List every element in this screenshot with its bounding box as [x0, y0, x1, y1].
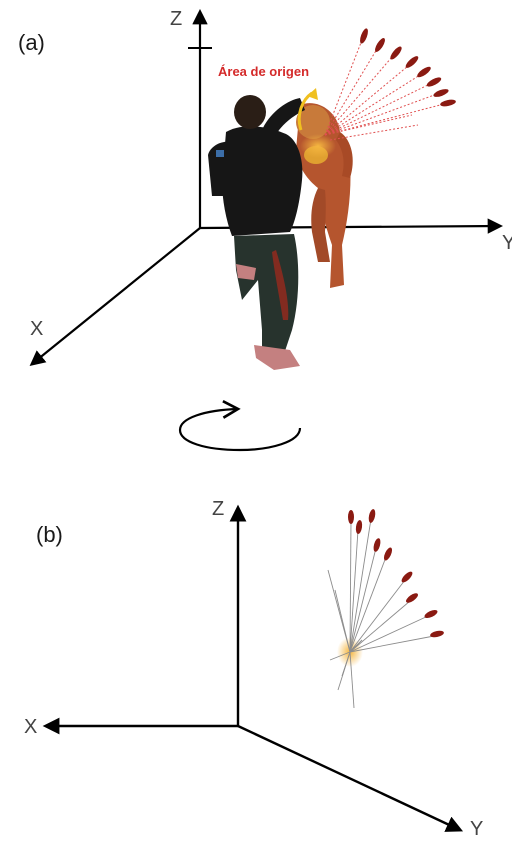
panel-b-droplets: [348, 509, 444, 638]
panel-b-x-axis-label: X: [24, 716, 38, 738]
panel-a-droplets: [360, 28, 456, 107]
panel-b-y-axis: [237, 724, 464, 832]
panel-b-label: (b): [36, 522, 63, 547]
panel-a-trajectories: [324, 39, 445, 141]
victim-figure: [296, 103, 353, 288]
panel-a-x-axis-label: X: [30, 318, 44, 340]
panel-a-label: (a): [18, 30, 45, 55]
panel-b-z-axis-label: Z: [212, 498, 225, 520]
annotation-arrowhead: [307, 88, 318, 100]
panel-b: [42, 504, 464, 832]
panel-b-trajectories: [327, 518, 435, 709]
rotate-arrow-icon: [178, 400, 302, 452]
origin-area-highlight: [300, 134, 336, 158]
origin-area-annotation: Área de origen: [218, 64, 310, 79]
attacker-figure: [208, 95, 305, 370]
panel-a-y-axis-label: Y: [502, 232, 512, 254]
panel-a: [29, 8, 504, 370]
panel-a-z-axis-label: Z: [170, 8, 183, 30]
panel-b-y-axis-label: Y: [470, 818, 484, 840]
panel-a-x-axis: [29, 227, 201, 366]
